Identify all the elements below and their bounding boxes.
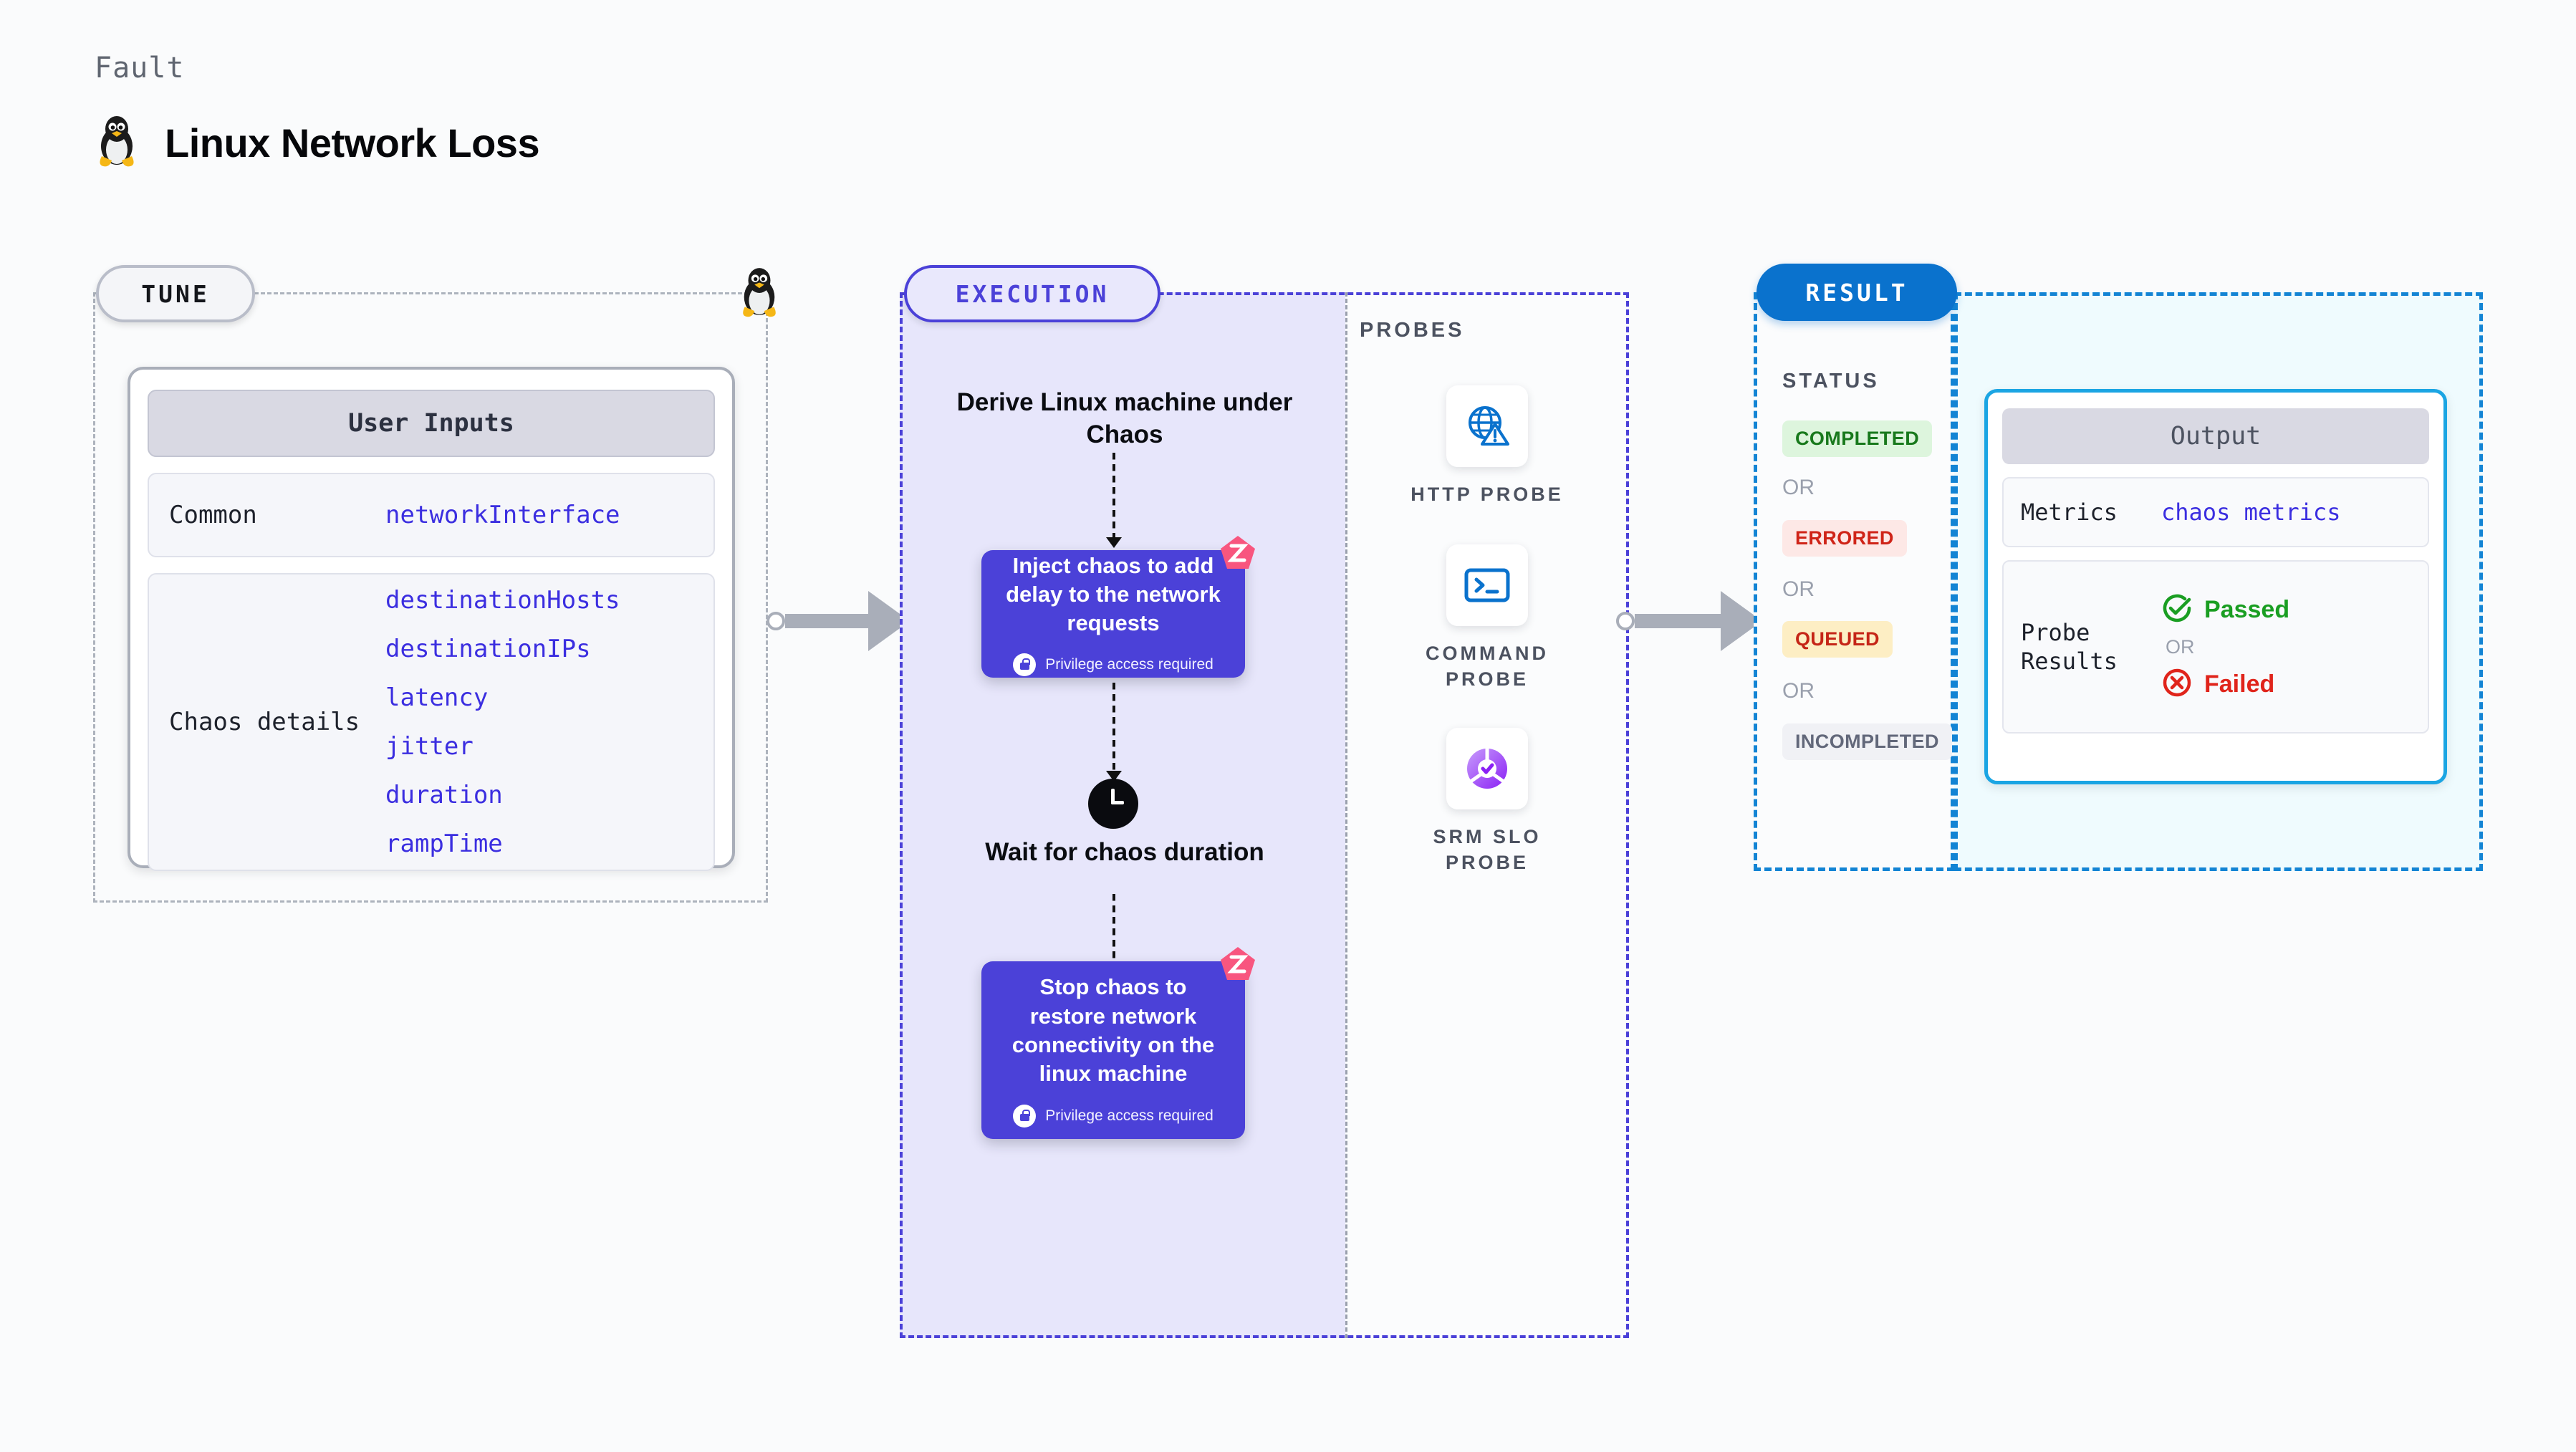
clock-icon xyxy=(1088,779,1138,829)
output-row-metrics: Metrics chaos metrics xyxy=(2002,477,2429,547)
input-value: destinationIPs xyxy=(385,635,591,663)
probe-result-passed-label: Passed xyxy=(2204,595,2290,623)
probe-result-or-label: OR xyxy=(2166,635,2195,658)
probe-http[interactable]: HTTP PROBE xyxy=(1401,385,1573,507)
lock-icon xyxy=(1013,653,1037,677)
chaos-logo-icon xyxy=(1218,946,1258,986)
output-row-label: Probe Results xyxy=(2021,619,2118,675)
slo-check-icon xyxy=(1446,728,1528,809)
step-card-stop-chaos[interactable]: Stop chaos to restore network connectivi… xyxy=(981,947,1255,1139)
probes-title: PROBES xyxy=(1360,319,1465,342)
input-row-label: Chaos details xyxy=(169,707,360,736)
privilege-note: Privilege access required xyxy=(1013,1104,1213,1128)
input-value: latency xyxy=(385,683,489,712)
user-inputs-card: User Inputs Common networkInterface Chao… xyxy=(128,367,735,871)
lock-icon xyxy=(1013,1104,1037,1128)
probe-label: SRM SLO PROBE xyxy=(1433,826,1542,874)
step-card-title: Stop chaos to restore network connectivi… xyxy=(1011,974,1215,1087)
probe-result-passed: Passed xyxy=(2161,592,2289,628)
x-circle-icon xyxy=(2161,667,2193,702)
input-value: jitter xyxy=(385,732,474,761)
chaos-logo-icon xyxy=(1218,534,1258,575)
status-title: STATUS xyxy=(1782,370,1880,393)
connector-shaft xyxy=(1635,614,1722,628)
input-row-label: Common xyxy=(169,500,257,529)
probe-result-failed: Failed xyxy=(2161,667,2289,702)
input-value: duration xyxy=(385,781,503,809)
user-inputs-header: User Inputs xyxy=(148,390,715,457)
tune-chip: TUNE xyxy=(96,265,255,322)
page-title-row: Linux Network Loss xyxy=(95,115,540,171)
linux-penguin-icon xyxy=(95,115,139,171)
connector-shaft xyxy=(785,614,870,628)
input-row-common: Common networkInterface xyxy=(148,473,715,557)
privilege-note: Privilege access required xyxy=(1013,653,1213,677)
status-or-label: OR xyxy=(1782,476,1815,499)
result-chip: RESULT xyxy=(1756,264,1957,321)
step-card-title: Inject chaos to add delay to the network… xyxy=(1006,552,1221,636)
status-badge-completed: COMPLETED xyxy=(1782,420,1933,457)
privilege-note-text: Privilege access required xyxy=(1045,656,1213,673)
probe-result-options: Passed OR Failed xyxy=(2161,592,2289,702)
probe-srm-slo[interactable]: SRM SLO PROBE xyxy=(1401,728,1573,876)
flow-step-derive: Derive Linux machine under Chaos xyxy=(956,388,1293,448)
terminal-icon xyxy=(1446,544,1528,626)
output-header: Output xyxy=(2002,408,2429,464)
flow-step-wait: Wait for chaos duration xyxy=(985,838,1264,866)
privilege-note-text: Privilege access required xyxy=(1045,1107,1213,1124)
output-row-label: Metrics xyxy=(2021,499,2118,526)
input-row-chaos-details: Chaos details destinationHosts destinati… xyxy=(148,573,715,871)
probe-label: COMMAND PROBE xyxy=(1426,643,1549,691)
input-row-values: networkInterface xyxy=(385,501,620,529)
flow-arrow xyxy=(1106,453,1122,548)
output-metrics-value: chaos metrics xyxy=(2161,499,2341,526)
tune-linux-penguin-icon xyxy=(738,266,781,322)
page-title: Linux Network Loss xyxy=(165,120,540,165)
output-card: Output Metrics chaos metrics Probe Resul… xyxy=(1984,389,2447,784)
connector-execution-to-result xyxy=(1616,591,1771,651)
input-value: rampTime xyxy=(385,830,503,858)
connector-start-dot xyxy=(766,612,785,630)
execution-chip: EXECUTION xyxy=(904,265,1160,322)
status-badge-incompleted: INCOMPLETED xyxy=(1782,723,1952,760)
input-row-values: destinationHosts destinationIPs latency … xyxy=(385,586,620,858)
output-row-probe-results: Probe Results Passed OR xyxy=(2002,560,2429,734)
status-or-label: OR xyxy=(1782,679,1815,703)
status-badge-errored: ERRORED xyxy=(1782,520,1907,557)
connector-tune-to-execution xyxy=(766,591,918,651)
connector-start-dot xyxy=(1616,612,1635,630)
page-kicker: Fault xyxy=(95,52,185,85)
probe-command[interactable]: COMMAND PROBE xyxy=(1401,544,1573,693)
probe-label: HTTP PROBE xyxy=(1410,484,1564,505)
input-value: networkInterface xyxy=(385,501,620,529)
check-circle-icon xyxy=(2161,592,2193,628)
status-or-label: OR xyxy=(1782,577,1815,601)
flow-arrow xyxy=(1106,683,1122,782)
status-badge-queued: QUEUED xyxy=(1782,621,1893,658)
input-value: destinationHosts xyxy=(385,586,620,615)
globe-warning-icon xyxy=(1446,385,1528,467)
step-card-inject-chaos[interactable]: Inject chaos to add delay to the network… xyxy=(981,536,1255,678)
probe-result-failed-label: Failed xyxy=(2204,670,2275,698)
execution-panel xyxy=(900,292,1629,1338)
